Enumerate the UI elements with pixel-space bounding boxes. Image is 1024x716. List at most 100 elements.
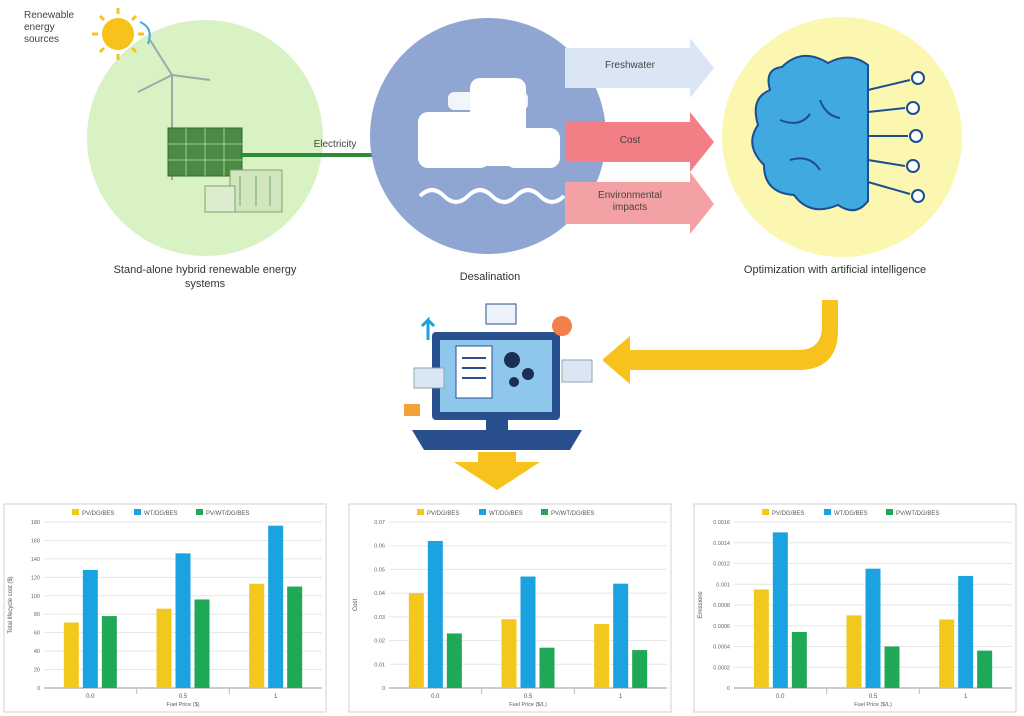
y-tick-label: 0.06 (374, 544, 385, 550)
bar (156, 608, 172, 688)
legend-label: WT/DG/BES (144, 511, 178, 517)
x-axis-label: Fuel Price ($/L) (854, 702, 892, 708)
y-axis-label: Cost (353, 599, 359, 612)
bar (501, 619, 517, 688)
bar (446, 633, 462, 688)
x-tick-label: 0.5 (179, 694, 188, 700)
environment-label: Environmental impacts (598, 190, 662, 213)
legend-label: PV/DG/BES (82, 511, 114, 517)
y-tick-label: 0.03 (374, 615, 385, 621)
y-tick-label: 60 (34, 631, 40, 637)
bar (939, 619, 955, 688)
y-tick-label: 0.0016 (713, 520, 730, 526)
legend-swatch (824, 509, 831, 515)
environment-arrow (565, 172, 714, 234)
y-axis-label: Emissions (698, 591, 704, 618)
bar (865, 568, 881, 688)
bar (753, 589, 769, 688)
x-tick-label: 1 (619, 694, 623, 700)
y-tick-label: 0.0008 (713, 603, 730, 609)
legend-label: PV/WT/DG/BES (551, 511, 594, 517)
legend-swatch (417, 509, 424, 515)
y-tick-label: 0.04 (374, 591, 385, 597)
bar (82, 569, 98, 688)
bar (268, 525, 284, 688)
y-tick-label: 120 (31, 575, 40, 581)
legend-swatch (479, 509, 486, 515)
bar (613, 583, 629, 688)
x-tick-label: 1 (274, 694, 278, 700)
y-tick-label: 160 (31, 538, 40, 544)
y-tick-label: 100 (31, 594, 40, 600)
y-tick-label: 0.0014 (713, 541, 730, 547)
y-tick-label: 20 (34, 668, 40, 674)
y-tick-label: 0.0004 (713, 645, 730, 651)
bar (408, 593, 424, 688)
bar (427, 540, 443, 688)
y-tick-label: 0.01 (374, 662, 385, 668)
battery-storage-icon (204, 169, 283, 213)
cost-arrow (565, 112, 714, 172)
legend-swatch (886, 509, 893, 515)
desalination-tanks-icon (418, 78, 566, 204)
legend-swatch (72, 509, 79, 515)
bar (539, 647, 555, 688)
y-tick-label: 0.0006 (713, 624, 730, 630)
y-tick-label: 0.0002 (713, 665, 730, 671)
y-tick-label: 0 (382, 686, 385, 692)
legend-swatch (134, 509, 141, 515)
bar (101, 616, 117, 688)
cost-label: Cost (619, 135, 641, 146)
bar (249, 583, 265, 688)
y-tick-label: 0.02 (374, 639, 385, 645)
legend-swatch (762, 509, 769, 515)
bar (958, 575, 974, 688)
legend-label: WT/DG/BES (834, 511, 868, 517)
y-tick-label: 40 (34, 649, 40, 655)
y-tick-label: 0 (727, 686, 730, 692)
legend-label: PV/DG/BES (427, 511, 459, 517)
legend-swatch (541, 509, 548, 515)
electricity-label: Electricity (313, 139, 357, 150)
freshwater-label: Freshwater (604, 60, 655, 71)
desalination-caption: Desalination (459, 271, 521, 283)
y-tick-label: 140 (31, 557, 40, 563)
brain-icon (751, 55, 925, 212)
y-tick-label: 180 (31, 520, 40, 526)
bar (520, 576, 536, 688)
x-tick-label: 0.0 (86, 694, 95, 700)
x-tick-label: 0.0 (776, 694, 785, 700)
x-tick-label: 0.5 (524, 694, 533, 700)
y-tick-label: 0.0012 (713, 562, 730, 568)
bar (632, 650, 648, 688)
diagram-graphics (87, 8, 962, 490)
freshwater-arrow (565, 38, 714, 98)
bar (194, 599, 210, 688)
x-axis-label: Fuel Price ($) (166, 702, 199, 708)
computer-icon (404, 303, 593, 450)
bar (63, 622, 79, 688)
y-tick-label: 0.001 (716, 582, 730, 588)
x-axis-label: Fuel Price ($/L) (509, 702, 547, 708)
sun-icon (92, 8, 151, 60)
bar (791, 631, 807, 688)
legend-label: PV/WT/DG/BES (206, 511, 249, 517)
legend-label: PV/DG/BES (772, 511, 804, 517)
y-tick-label: 0.07 (374, 520, 385, 526)
bar (772, 532, 788, 688)
source-label: Renewable energy sources (24, 10, 75, 45)
feedback-arrow (602, 300, 838, 384)
bar (846, 615, 862, 688)
x-tick-label: 0.0 (431, 694, 440, 700)
down-arrow (454, 452, 540, 490)
y-axis-label: Total lifecycle cost ($) (8, 576, 14, 633)
solar-panel-icon (167, 127, 243, 177)
ai-caption: Optimization with artificial intelligenc… (743, 264, 927, 276)
x-tick-label: 1 (964, 694, 968, 700)
bar (175, 553, 191, 688)
legend-swatch (196, 509, 203, 515)
y-tick-label: 80 (34, 612, 40, 618)
